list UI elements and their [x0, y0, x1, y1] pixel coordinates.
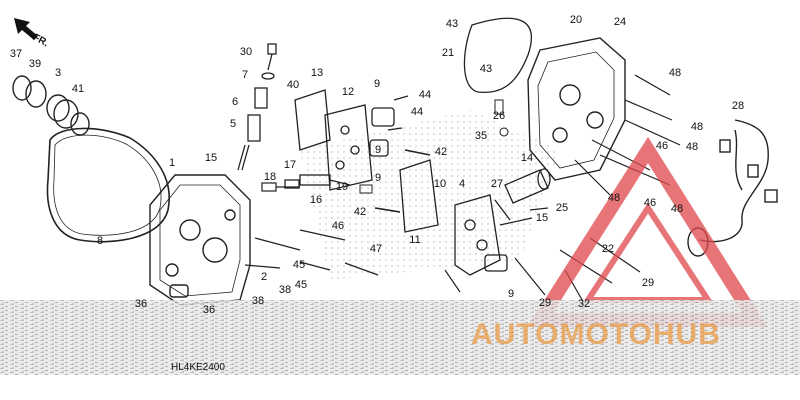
part-callout-38: 38: [278, 284, 292, 296]
transmission-cover: [149, 174, 251, 306]
watermark-text: AUTOMOTOHUB: [471, 318, 721, 351]
case-gasket: [463, 17, 533, 93]
part-callout-48: 48: [670, 203, 684, 215]
part-callout-44: 44: [418, 89, 432, 101]
part-callout-36: 36: [134, 298, 148, 310]
part-callout-48: 48: [685, 141, 699, 153]
part-callout-9: 9: [374, 172, 382, 184]
transmission-case: [527, 37, 626, 181]
main-valve-body: [454, 194, 508, 276]
part-callout-46: 46: [655, 140, 669, 152]
part-callout-7: 7: [241, 69, 249, 81]
part-callout-4: 4: [458, 178, 466, 190]
part-callout-3: 3: [54, 67, 62, 79]
part-callout-48: 48: [690, 121, 704, 133]
part-callout-18: 18: [263, 171, 277, 183]
part-callout-21: 21: [441, 47, 455, 59]
part-callout-15: 15: [535, 212, 549, 224]
part-callout-45: 45: [292, 259, 306, 271]
part-callout-9: 9: [507, 288, 515, 300]
part-callout-29: 29: [641, 277, 655, 289]
part-callout-16: 16: [309, 194, 323, 206]
part-callout-42: 42: [353, 206, 367, 218]
part-callout-12: 12: [341, 86, 355, 98]
part-callout-22: 22: [601, 243, 615, 255]
part-callout-48: 48: [668, 67, 682, 79]
part-callout-2: 2: [260, 271, 268, 283]
part-callout-39: 39: [28, 58, 42, 70]
valve-body: [324, 104, 373, 191]
part-callout-17: 17: [283, 159, 297, 171]
part-callout-30: 30: [239, 46, 253, 58]
part-callout-36: 36: [202, 304, 216, 316]
part-callout-29: 29: [538, 297, 552, 309]
part-callout-46: 46: [331, 220, 345, 232]
part-callout-13: 13: [310, 67, 324, 79]
part-callout-1: 1: [168, 157, 176, 169]
part-callout-44: 44: [410, 106, 424, 118]
part-callout-19: 19: [335, 181, 349, 193]
part-callout-24: 24: [613, 16, 627, 28]
front-arrow-icon: [14, 18, 38, 40]
part-callout-25: 25: [555, 202, 569, 214]
valve-plate: [294, 89, 331, 151]
oil-seal: [46, 94, 70, 122]
part-callout-43: 43: [479, 63, 493, 75]
part-callout-42: 42: [434, 146, 448, 158]
part-callout-48: 48: [607, 192, 621, 204]
gasket: [46, 127, 170, 243]
part-callout-8: 8: [96, 235, 104, 247]
o-ring: [25, 80, 47, 108]
separator-plate: [399, 159, 439, 233]
part-callout-40: 40: [286, 79, 300, 91]
part-callout-46: 46: [643, 197, 657, 209]
noise-band: [0, 300, 800, 375]
solenoid-assembly: [237, 43, 277, 171]
part-callout-28: 28: [731, 100, 745, 112]
part-callout-5: 5: [229, 118, 237, 130]
snap-ring: [12, 75, 32, 101]
part-callout-20: 20: [569, 14, 583, 26]
part-callout-47: 47: [369, 243, 383, 255]
part-callout-27: 27: [490, 178, 504, 190]
part-callout-37: 37: [9, 48, 23, 60]
part-callout-9: 9: [374, 144, 382, 156]
linear-solenoid: [494, 168, 551, 221]
part-callout-38: 38: [251, 295, 265, 307]
part-callout-41: 41: [71, 83, 85, 95]
part-callout-15: 15: [204, 152, 218, 164]
part-callout-35: 35: [474, 130, 488, 142]
part-callout-9: 9: [373, 78, 381, 90]
dotted-region: [300, 110, 560, 280]
part-callout-43: 43: [445, 18, 459, 30]
part-callout-32: 32: [577, 298, 591, 310]
part-callout-6: 6: [231, 96, 239, 108]
part-callout-10: 10: [433, 178, 447, 190]
part-callout-14: 14: [520, 152, 534, 164]
part-callout-11: 11: [409, 234, 421, 246]
part-callout-26: 26: [492, 110, 506, 122]
diagram-code: HL4KE2400: [171, 362, 225, 373]
part-callout-45: 45: [294, 279, 308, 291]
